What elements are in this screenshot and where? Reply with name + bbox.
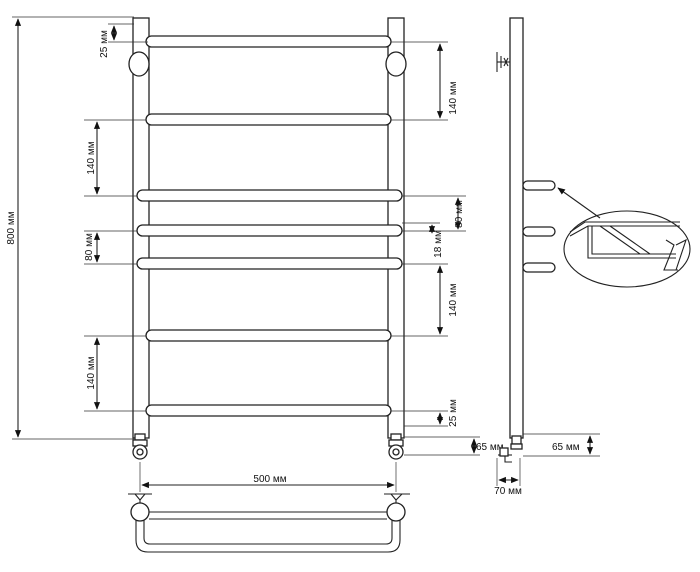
right-bottom-fitting: [388, 433, 404, 460]
top-view: [128, 493, 410, 553]
detail-callout: [563, 210, 691, 288]
crossbar-3: [136, 189, 403, 202]
side-bottom-fitting: [498, 435, 523, 463]
dim-right-upper-gap: 140 мм: [448, 81, 459, 114]
right-wall-mount: [385, 51, 407, 77]
dim-connection-drop-front: 65 мм: [476, 442, 504, 453]
crossbar-6: [145, 329, 392, 342]
top-view-u-bar: [135, 520, 401, 553]
dim-left-upper-gap: 140 мм: [86, 141, 97, 174]
dim-bottom-offset: 25 мм: [448, 399, 459, 427]
front-view: 800 мм 25 мм 140 мм 80 мм 140 мм 140 мм …: [6, 16, 504, 492]
dim-connection-drop-side: 65 мм: [552, 442, 580, 453]
dim-wall-distance: 70 мм: [494, 486, 522, 497]
dim-width: 500 мм: [253, 474, 286, 485]
side-post: [509, 17, 524, 439]
crossbar-1: [145, 35, 392, 48]
dim-left-lower-gap: 140 мм: [86, 356, 97, 389]
crossbar-5: [136, 257, 403, 270]
dim-right-middle-gap: 80 мм: [454, 200, 465, 228]
dim-right-step: 18 мм: [433, 230, 444, 258]
crossbar-7: [145, 404, 392, 417]
dim-right-lower-gap: 140 мм: [448, 283, 459, 316]
side-view: 65 мм 70 мм: [494, 17, 691, 497]
crossbar-4: [136, 224, 403, 237]
wall-bracket: [496, 52, 510, 72]
left-wall-mount: [128, 51, 150, 77]
crossbar-2: [145, 113, 392, 126]
dim-top-offset: 25 мм: [99, 30, 110, 58]
dim-left-middle-gap: 80 мм: [84, 233, 95, 261]
dim-total-height: 800 мм: [6, 211, 17, 244]
left-bottom-fitting: [132, 433, 148, 460]
